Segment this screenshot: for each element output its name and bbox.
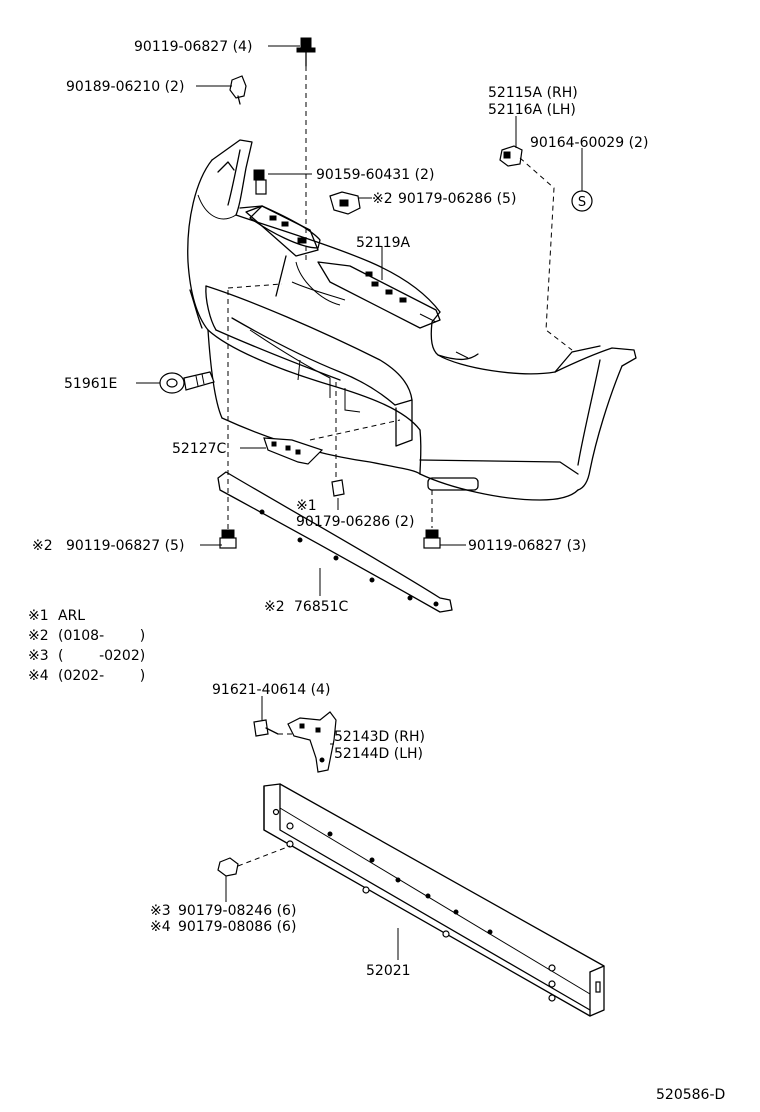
bolt-top-icon bbox=[296, 37, 316, 67]
label-bolt-91621: 91621-40614 (4) bbox=[212, 682, 330, 698]
legend-text-2: (0108- ) bbox=[58, 628, 145, 644]
bolt-left-icon bbox=[219, 529, 237, 549]
label-nut3-mark: ※3 bbox=[150, 903, 171, 919]
label-51961E: 51961E bbox=[64, 376, 117, 392]
label-52144D: 52144D (LH) bbox=[334, 746, 423, 762]
bolt-91621-icon bbox=[253, 719, 279, 737]
legend-mark-2: ※2 bbox=[28, 628, 49, 644]
legend: ※1 ARL ※2 (0108- ) ※3 ( -0202) ※4 (0202-… bbox=[28, 608, 145, 684]
label-nut4-mark: ※4 bbox=[150, 919, 171, 935]
label-52115A: 52115A (RH) bbox=[488, 85, 578, 101]
label-strip-mark: ※2 bbox=[264, 599, 285, 615]
label-76851C: 76851C bbox=[294, 599, 349, 615]
legend-text-1: ARL bbox=[58, 608, 85, 624]
label-bolt-left: 90119-06827 (5) bbox=[66, 538, 184, 554]
label-clip-90189: 90189-06210 (2) bbox=[66, 79, 184, 95]
label-nut4: 90179-08086 (6) bbox=[178, 919, 296, 935]
label-bolt-right: 90119-06827 (3) bbox=[468, 538, 586, 554]
towing-hook-icon bbox=[159, 371, 215, 394]
legend-text-3: ( -0202) bbox=[58, 648, 145, 664]
bumper-cover bbox=[187, 139, 637, 501]
s-mark-label: S bbox=[578, 195, 586, 210]
nut-top-icon bbox=[329, 191, 361, 215]
clip-90189-icon bbox=[229, 75, 247, 105]
label-52116A: 52116A (LH) bbox=[488, 102, 576, 118]
reinforcement-52021 bbox=[263, 783, 605, 1017]
label-bolt-top: 90119-06827 (4) bbox=[134, 39, 252, 55]
legend-mark-4: ※4 bbox=[28, 668, 49, 684]
strip-76851C bbox=[217, 471, 453, 613]
label-clip-90164: 90164-60029 (2) bbox=[530, 135, 648, 151]
s-mark-icon: S bbox=[571, 190, 593, 212]
bracket-52127C-icon bbox=[263, 437, 324, 465]
legend-text-4: (0202- ) bbox=[58, 668, 145, 684]
label-52143D: 52143D (RH) bbox=[334, 729, 425, 745]
screw-90159-icon bbox=[253, 169, 267, 195]
label-nut-top-mark: ※2 bbox=[372, 191, 393, 207]
label-screw-90159: 90159-60431 (2) bbox=[316, 167, 434, 183]
label-52127C: 52127C bbox=[172, 441, 227, 457]
bolt-right-icon bbox=[423, 529, 441, 549]
label-52021: 52021 bbox=[366, 963, 411, 979]
legend-mark-3: ※3 bbox=[28, 648, 49, 664]
legend-mark-1: ※1 bbox=[28, 608, 49, 624]
label-nut-mid: 90179-06286 (2) bbox=[296, 514, 414, 530]
label-52119A: 52119A bbox=[356, 235, 411, 251]
clip-52115A-icon bbox=[499, 145, 523, 167]
diagram-id: 520586-D bbox=[656, 1087, 725, 1103]
label-nut3: 90179-08246 (6) bbox=[178, 903, 296, 919]
label-bolt-left-mark: ※2 bbox=[32, 538, 53, 554]
nut-beam-icon bbox=[217, 857, 239, 877]
bracket-52143D bbox=[287, 711, 337, 773]
label-nut-mid-mark: ※1 bbox=[296, 498, 317, 514]
nut-mid-icon bbox=[331, 479, 345, 497]
label-nut-top: 90179-06286 (5) bbox=[398, 191, 516, 207]
cover-plate-52119A bbox=[245, 205, 441, 329]
